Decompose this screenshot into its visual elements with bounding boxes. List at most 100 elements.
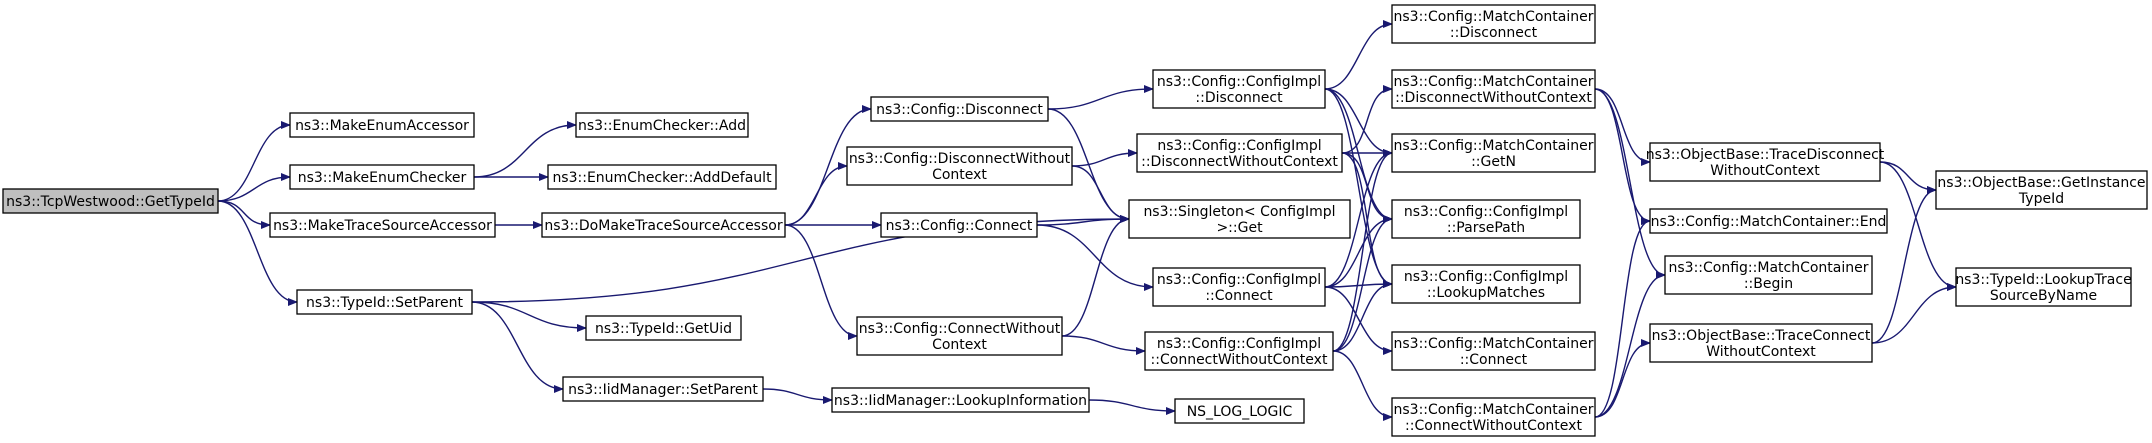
edge-configConnectWithoutContext-to-implConnectWithoutContext <box>1061 335 1146 355</box>
node-implDisconnect[interactable]: ns3::Config::ConfigImpl::Disconnect <box>1152 69 1326 109</box>
node-label: SourceByName <box>1990 288 2097 304</box>
edge-objTraceDisconnect-to-typeIdLookupTraceSourceByName <box>1879 161 1957 291</box>
node-mcDisconnect[interactable]: ns3::Config::MatchContainer::Disconnect <box>1391 4 1596 44</box>
node-mcConnectWithoutContext[interactable]: ns3::Config::MatchContainer::ConnectWith… <box>1391 397 1596 437</box>
node-label: ns3::Config::MatchContainer <box>1394 138 1594 154</box>
node-configDisconnect[interactable]: ns3::Config::Disconnect <box>870 96 1049 122</box>
node-box <box>1391 69 1596 109</box>
node-configConnect[interactable]: ns3::Config::Connect <box>880 212 1038 238</box>
node-box <box>562 376 764 402</box>
node-mcDisconnectWithoutContext[interactable]: ns3::Config::MatchContainer::DisconnectW… <box>1391 69 1596 109</box>
node-box <box>1649 208 1888 234</box>
node-configConnectWithoutContext[interactable]: ns3::Config::ConnectWithoutContext <box>856 316 1063 356</box>
node-box <box>1391 199 1581 239</box>
node-doMakeTraceSourceAccessor[interactable]: ns3::DoMakeTraceSourceAccessor <box>541 212 786 238</box>
node-implDisconnectWithoutContext[interactable]: ns3::Config::ConfigImpl::DisconnectWitho… <box>1136 133 1343 173</box>
node-label: ns3::TypeId::GetUid <box>595 321 732 337</box>
node-label: ::DisconnectWithoutContext <box>1141 154 1338 170</box>
node-box <box>1391 133 1596 173</box>
node-typeIdSetParent[interactable]: ns3::TypeId::SetParent <box>296 289 473 315</box>
node-label: ns3::Config::ConfigImpl <box>1157 74 1321 90</box>
node-label: ns3::Config::Connect <box>886 218 1033 234</box>
node-box <box>1649 323 1873 363</box>
edges-layer <box>217 20 1957 421</box>
node-label: ns3::Config::Disconnect <box>876 102 1043 118</box>
node-mcBegin[interactable]: ns3::Config::MatchContainer::Begin <box>1664 255 1873 295</box>
node-label: ::ConnectWithoutContext <box>1405 418 1582 434</box>
node-label: ns3::Config::MatchContainer <box>1394 336 1594 352</box>
node-label: ns3::IidManager::SetParent <box>568 382 758 398</box>
node-box <box>585 315 742 341</box>
node-makeEnumAccessor[interactable]: ns3::MakeEnumAccessor <box>289 112 475 138</box>
edge-mcConnectWithoutContext-to-mcEnd <box>1594 217 1651 418</box>
node-mcEnd[interactable]: ns3::Config::MatchContainer::End <box>1649 208 1888 234</box>
node-label: >::Get <box>1216 220 1263 236</box>
node-configDisconnectWithoutContext[interactable]: ns3::Config::DisconnectWithoutContext <box>846 146 1073 186</box>
node-box <box>870 96 1049 122</box>
node-label: ns3::Config::MatchContainer <box>1669 260 1869 276</box>
node-box <box>296 289 473 315</box>
edge-implConnectWithoutContext-to-implLookupMatches <box>1332 280 1393 352</box>
node-iidManagerLookupInformation[interactable]: ns3::IidManager::LookupInformation <box>831 387 1090 413</box>
edge-typeIdSetParent-to-typeIdGetUid <box>471 301 587 332</box>
node-makeEnumChecker[interactable]: ns3::MakeEnumChecker <box>289 164 475 190</box>
node-label: ns3::Config::DisconnectWithout <box>849 151 1071 167</box>
node-label: ::DisconnectWithoutContext <box>1395 90 1592 106</box>
edge-configDisconnectWithoutContext-to-singletonGet <box>1071 165 1130 223</box>
node-objTraceConnect[interactable]: ns3::ObjectBase::TraceConnectWithoutCont… <box>1649 323 1873 363</box>
node-label: ns3::Config::ConnectWithout <box>859 321 1061 337</box>
node-objTraceDisconnect[interactable]: ns3::ObjectBase::TraceDisconnectWithoutC… <box>1646 142 1885 182</box>
node-implConnectWithoutContext[interactable]: ns3::Config::ConfigImpl::ConnectWithoutC… <box>1144 331 1334 371</box>
edge-iidManagerLookupInformation-to-nsLogLogic <box>1088 399 1176 415</box>
node-nsLogLogic[interactable]: NS_LOG_LOGIC <box>1174 398 1305 424</box>
node-label: ns3::ObjectBase::GetInstance <box>1937 175 2145 191</box>
node-makeTraceSourceAccessor[interactable]: ns3::MakeTraceSourceAccessor <box>269 212 496 238</box>
edge-objTraceConnect-to-typeIdLookupTraceSourceByName <box>1871 283 1957 344</box>
node-box <box>1955 267 2132 307</box>
node-label: WithoutContext <box>1706 344 1816 360</box>
edge-getTypeId-to-makeTraceSourceAccessor <box>217 200 271 229</box>
edge-makeEnumChecker-to-enumCheckerAdd <box>473 121 577 178</box>
node-iidManagerSetParent[interactable]: ns3::IidManager::SetParent <box>562 376 764 402</box>
edge-objTraceConnect-to-objGetInstanceTypeId <box>1871 186 1937 344</box>
node-implParsePath[interactable]: ns3::Config::ConfigImpl::ParsePath <box>1391 199 1581 239</box>
edge-doMakeTraceSourceAccessor-to-configDisconnectWithoutContext <box>784 162 848 226</box>
node-box <box>289 112 475 138</box>
node-label: ns3::Config::MatchContainer::End <box>1651 214 1887 230</box>
node-box <box>1152 267 1326 307</box>
edge-mcDisconnectWithoutContext-to-objTraceDisconnect <box>1594 88 1651 166</box>
node-getTypeId[interactable]: ns3::TcpWestwood::GetTypeId <box>2 188 219 214</box>
node-label: ns3::Singleton< ConfigImpl <box>1143 204 1335 220</box>
node-singletonGet[interactable]: ns3::Singleton< ConfigImpl>::Get <box>1128 199 1351 239</box>
node-typeIdGetUid[interactable]: ns3::TypeId::GetUid <box>585 315 742 341</box>
node-box <box>1935 170 2148 210</box>
edge-configDisconnectWithoutContext-to-implDisconnectWithoutContext <box>1071 149 1138 167</box>
node-label: ns3::Config::ConfigImpl <box>1404 269 1568 285</box>
node-box <box>289 164 475 190</box>
node-box <box>547 164 777 190</box>
node-box <box>1128 199 1351 239</box>
node-implLookupMatches[interactable]: ns3::Config::ConfigImpl::LookupMatches <box>1391 264 1581 304</box>
edge-typeIdSetParent-to-iidManagerSetParent <box>471 301 564 393</box>
node-box <box>1649 142 1881 182</box>
node-enumCheckerAdd[interactable]: ns3::EnumChecker::Add <box>575 112 749 138</box>
node-label: ::ConnectWithoutContext <box>1151 352 1328 368</box>
node-implConnect[interactable]: ns3::Config::ConfigImpl::Connect <box>1152 267 1326 307</box>
node-label: ns3::Config::MatchContainer <box>1394 402 1594 418</box>
node-enumCheckerAddDefault[interactable]: ns3::EnumChecker::AddDefault <box>547 164 777 190</box>
node-label: ns3::DoMakeTraceSourceAccessor <box>544 218 782 234</box>
edge-iidManagerSetParent-to-iidManagerLookupInformation <box>762 388 833 404</box>
node-label: ns3::ObjectBase::TraceConnect <box>1652 328 1871 344</box>
node-label: Context <box>932 167 987 183</box>
edge-implConnectWithoutContext-to-implParsePath <box>1332 215 1393 352</box>
node-box <box>846 146 1073 186</box>
edge-implConnect-to-mcConnect <box>1324 286 1393 355</box>
node-box <box>1391 264 1581 304</box>
node-label: ::Connect <box>1205 288 1273 304</box>
node-mcGetN[interactable]: ns3::Config::MatchContainer::GetN <box>1391 133 1596 173</box>
node-label: ::GetN <box>1471 154 1516 170</box>
edge-getTypeId-to-makeEnumAccessor <box>217 121 291 202</box>
node-mcConnect[interactable]: ns3::Config::MatchContainer::Connect <box>1391 331 1596 371</box>
